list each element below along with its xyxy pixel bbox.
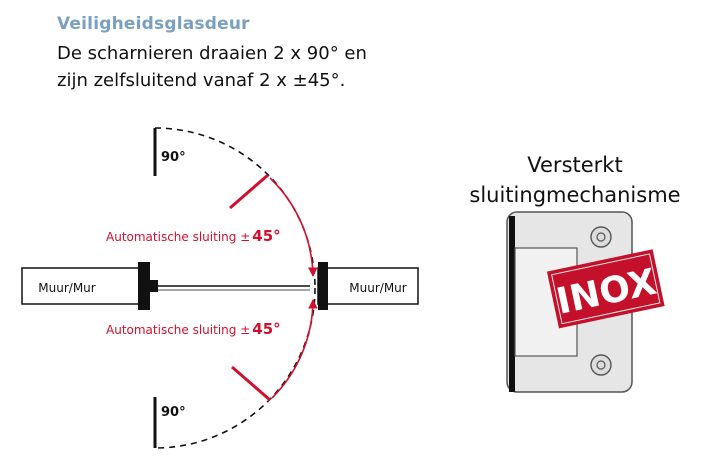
diagram-title: Veiligheidsglasdeur [57,14,250,34]
left-wall: Muur/Mur [21,262,158,310]
description-line-1: De scharnieren draaien 2 x 90° en [57,43,367,64]
angle-top-label: 90° [161,150,186,165]
wall-left-label: Muur/Mur [38,281,96,295]
glass-door-closed [158,285,310,291]
auto-close-label-top: Automatische sluiting ±45° [106,227,281,245]
hinge-title-line-2: sluitingmechanisme [469,183,681,207]
hinge-title-line-1: Versterkt [527,153,623,177]
description: De scharnieren draaien 2 x 90° en zijn z… [57,40,367,94]
marker-45-top [229,173,269,210]
swing-arc-top [154,127,316,289]
marker-45-bottom [231,365,271,402]
screw-bottom-icon [590,354,612,376]
auto-close-label-bottom: Automatische sluiting ±45° [106,320,281,338]
wall-right-label: Muur/Mur [349,281,407,295]
screw-top-icon [590,226,612,248]
description-line-2: zijn zelfsluitend vanaf 2 x ±45°. [57,70,346,91]
inox-badge: INOX [546,249,665,329]
auto-close-arrow-bottom [271,299,318,399]
hinge-title: Versterkt sluitingmechanisme [440,150,705,210]
hinge-illustration: INOX [506,211,665,393]
angle-bottom-label: 90° [161,405,186,420]
auto-close-arrow-top [269,177,318,277]
right-wall: Muur/Mur [317,262,419,310]
